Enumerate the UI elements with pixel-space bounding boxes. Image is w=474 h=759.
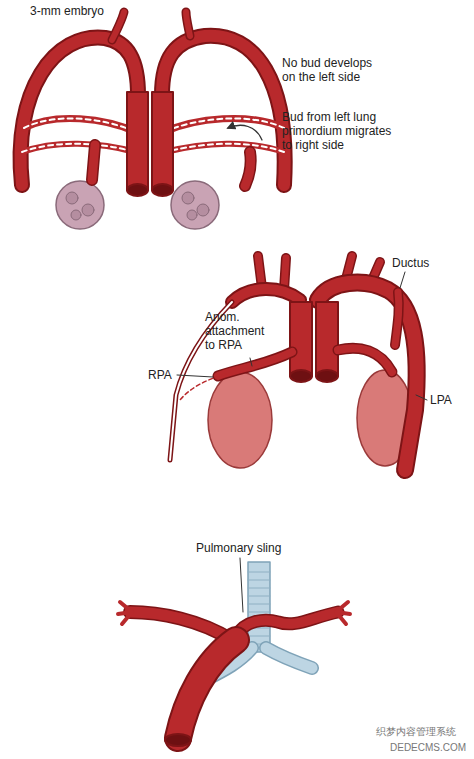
- lungs: [208, 370, 413, 468]
- part-name: Ductus: [392, 256, 452, 270]
- leader-lines: [177, 272, 427, 612]
- part-name: RPA: [148, 368, 178, 382]
- note-text: Bud from left lung primordium migrates t…: [282, 110, 400, 152]
- embryo-trunks: [127, 92, 173, 196]
- pulmonary-arteries: [180, 302, 392, 400]
- stage-label: 3-mm embryo: [30, 4, 120, 18]
- lung-primordia: [56, 125, 262, 229]
- watermark: 织梦内容管理系统: [376, 726, 470, 738]
- note-text: No bud develops on the left side: [282, 56, 382, 84]
- pulmonary-sling: [118, 562, 350, 746]
- part-name: LPA: [430, 393, 464, 407]
- part-name: Anom. attachment to RPA: [205, 310, 269, 352]
- part-name: Pulmonary sling: [196, 541, 306, 555]
- watermark: DEDECMS.COM: [390, 742, 470, 754]
- aortic-arch: [170, 256, 417, 470]
